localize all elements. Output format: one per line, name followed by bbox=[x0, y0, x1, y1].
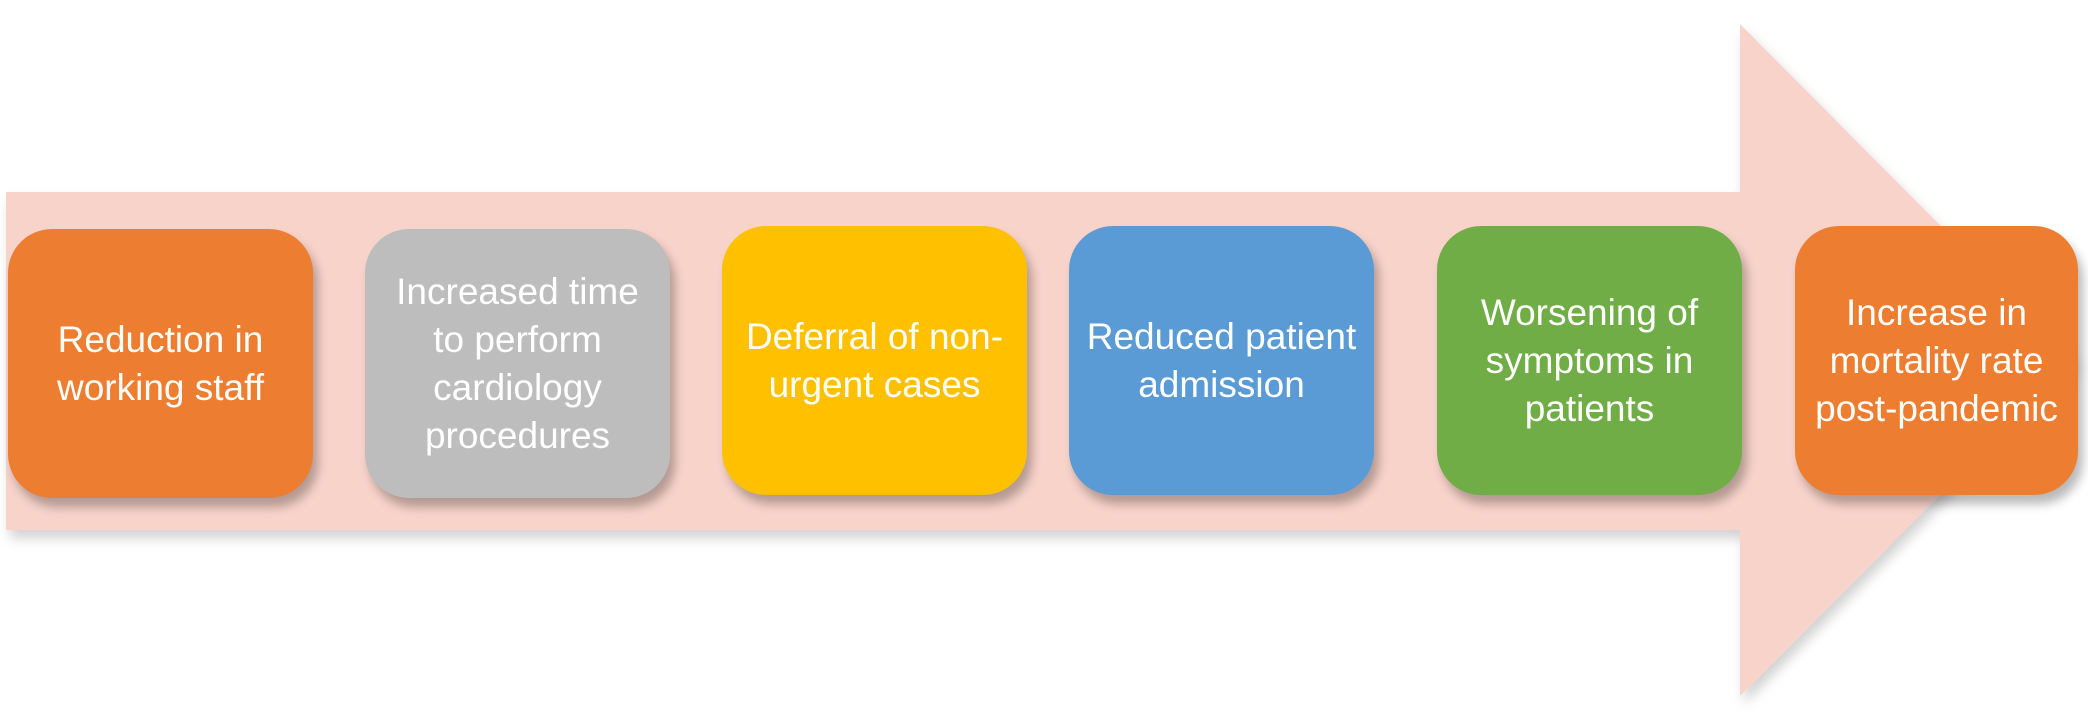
step-label: Deferral of non-urgent cases bbox=[745, 315, 1004, 405]
step-label: Increased time to perform cardiology pro… bbox=[396, 270, 639, 456]
step-increase-in-mortality-rate: Increase in mortality rate post-pandemic bbox=[1795, 226, 2078, 495]
arrow-shape bbox=[6, 24, 2074, 696]
step-reduction-in-working-staff: Reduction in working staff bbox=[8, 229, 313, 498]
step-label: Increase in mortality rate post-pandemic bbox=[1815, 291, 2058, 429]
step-label: Reduction in working staff bbox=[56, 318, 265, 408]
step-reduced-patient-admission: Reduced patient admission bbox=[1069, 226, 1374, 495]
step-increased-procedure-time: Increased time to perform cardiology pro… bbox=[365, 229, 670, 498]
step-worsening-of-symptoms: Worsening of symptoms in patients bbox=[1437, 226, 1742, 495]
step-label: Reduced patient admission bbox=[1086, 315, 1357, 405]
step-deferral-of-non-urgent-cases: Deferral of non-urgent cases bbox=[722, 226, 1027, 495]
step-label: Worsening of symptoms in patients bbox=[1480, 291, 1699, 429]
